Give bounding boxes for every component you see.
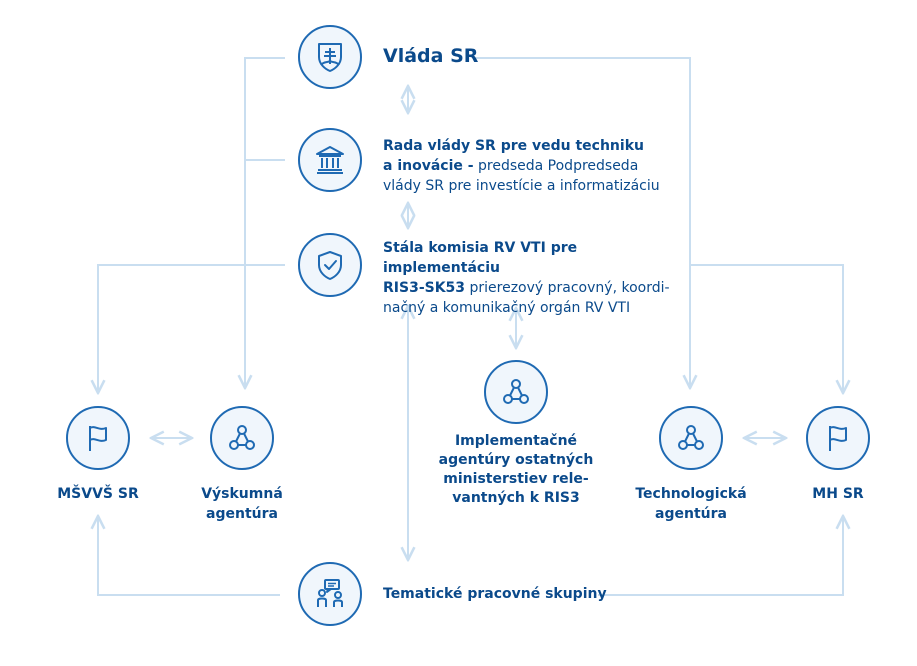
label-msvvs: MŠVVŠ SR [57, 486, 139, 502]
slovak-coat-of-arms-icon [318, 43, 342, 72]
node-komisia [298, 233, 362, 297]
connector-tematicke-mh [598, 516, 843, 596]
rada-title-2: a inovácie - [383, 158, 474, 174]
rada-desc-2: vlády SR pre investície a informatizáciu [383, 178, 660, 194]
node-tematicke [298, 562, 362, 626]
implementacne-line-3: ministerstiev rele- [443, 471, 589, 487]
komisia-desc-2: načný a komunikačný orgán RV VTI [383, 300, 631, 316]
node-msvvs [66, 406, 130, 470]
label-komisia: Stála komisia RV VTI pre implementáciu R… [383, 238, 683, 318]
label-tematicke: Tematické pracovné skupiny [383, 586, 607, 602]
connector-vlada-technologicka [476, 57, 690, 388]
implementacne-line-1: Implementačné [454, 433, 578, 449]
node-mh [806, 406, 870, 470]
flag-icon [89, 426, 107, 451]
label-vyskumna: Výskumná agentúra [192, 484, 292, 524]
connector-vlada-vyskumna [245, 57, 285, 388]
rada-desc-1: predseda Podpredseda [478, 158, 639, 174]
label-rada: Rada vlády SR pre vedu techniku a inovác… [383, 136, 683, 196]
network-nodes-icon [229, 425, 255, 450]
node-technologicka [659, 406, 723, 470]
node-rada [298, 128, 362, 192]
shield-check-icon [318, 251, 342, 280]
label-technologicka: Technologická agentúra [626, 484, 756, 524]
node-implementacne [484, 360, 548, 424]
network-nodes-icon [678, 425, 704, 450]
connector-komisia-msvvs [98, 264, 285, 393]
network-nodes-icon [503, 379, 529, 404]
implementacne-line-4: vantných k RIS3 [452, 490, 580, 506]
label-vlada: Vláda SR [383, 45, 479, 67]
implementacne-line-2: agentúry ostatných [438, 452, 594, 468]
label-mh: MH SR [812, 486, 864, 502]
komisia-desc-1: prierezový pracovný, koordi- [469, 280, 670, 296]
node-vlada [298, 25, 362, 89]
rada-title-1: Rada vlády SR pre vedu techniku [383, 138, 644, 154]
vyskumna-line-2: agentúra [206, 506, 278, 522]
discussion-group-icon [317, 579, 343, 607]
technologicka-line-2: agentúra [655, 506, 727, 522]
komisia-title-2: RIS3-SK53 [383, 280, 466, 296]
komisia-title-1: Stála komisia RV VTI pre implementáciu [383, 240, 578, 276]
connector-komisia-mh [690, 264, 843, 393]
label-implementacne: Implementačné agentúry ostatných ministe… [436, 432, 596, 508]
flag-icon [829, 426, 847, 451]
vyskumna-line-1: Výskumná [201, 486, 283, 502]
connector-tematicke-msvvs [98, 516, 280, 596]
government-building-icon [316, 146, 344, 174]
technologicka-line-1: Technologická [635, 486, 747, 502]
node-vyskumna [210, 406, 274, 470]
